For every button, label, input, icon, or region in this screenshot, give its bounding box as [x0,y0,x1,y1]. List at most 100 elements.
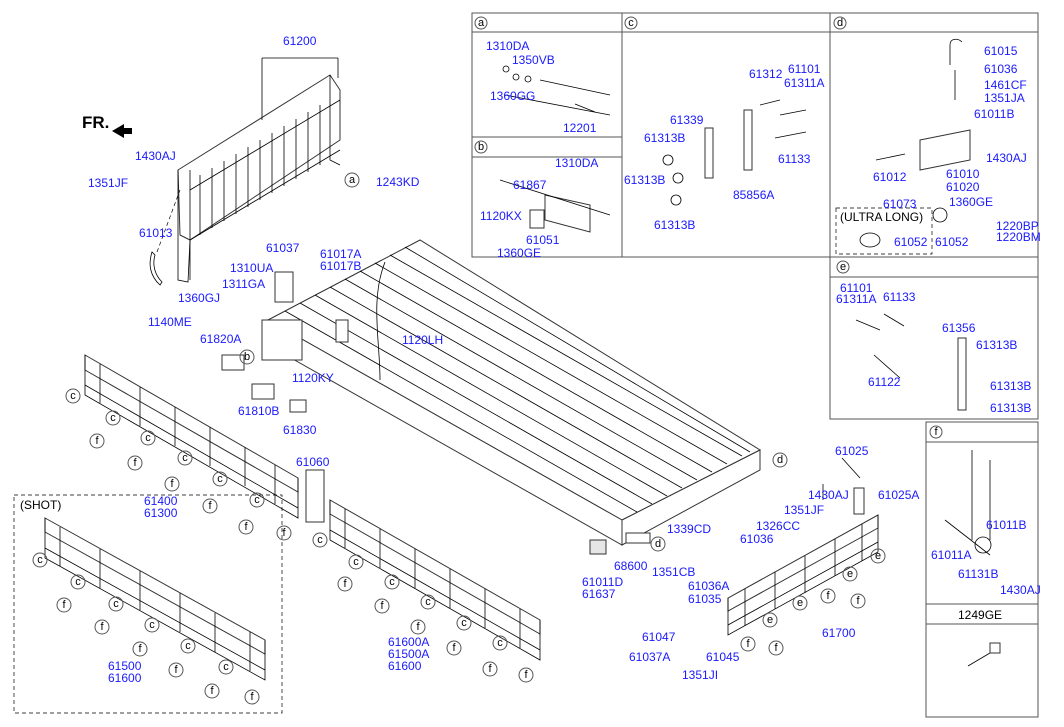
part-label: 61312 [749,67,783,81]
callout-f: f [740,636,756,652]
part-61025 [841,457,861,479]
part-label: 1310DA [486,39,529,53]
callout-c: c [212,471,228,487]
callout-d-small: d [650,536,666,552]
part-label: 1430AJ [135,149,176,163]
part-label: 61020 [946,180,980,194]
p1249-label: 1249GE [958,608,1002,622]
svg-text:f: f [138,643,142,655]
part-61025A [853,487,865,515]
part-label: 61500 [108,659,142,673]
callout-e: e [792,595,808,611]
callout-f: f [337,576,353,592]
part-label: 1351JF [88,176,128,190]
svg-text:c: c [461,617,467,629]
callout-c: c [384,574,400,590]
callout-f: f [204,683,220,699]
callout-c: c [32,552,48,568]
part-label: 61052 [894,235,928,249]
svg-text:e: e [840,261,846,273]
svg-text:b: b [478,141,484,153]
part-label: 61820A [200,332,241,346]
part-label: 61060 [296,455,330,469]
platform-bracket [261,319,303,361]
part-label: 1243KD [376,175,420,189]
svg-text:c: c [317,534,323,546]
svg-text:f: f [826,590,830,602]
head-board [177,57,341,283]
part-label: 1220BM [996,230,1041,244]
callout-f: f [127,455,143,471]
callout-c: c [420,594,436,610]
callout-c: c [177,450,193,466]
svg-text:f: f [62,599,66,611]
svg-text:f: f [452,642,456,654]
part-label: 61600A [388,635,429,649]
callout-f: f [768,640,784,656]
front-direction: FR. [82,113,132,138]
panel-header-a: a [474,16,488,30]
part-label: 61600 [108,671,142,685]
svg-text:a: a [349,174,356,186]
callout-c: c [312,532,328,548]
part-label: 61339 [670,113,704,127]
callout-c: c [456,615,472,631]
part-label: 1360GG [490,89,535,103]
part-label: 61037A [629,650,670,664]
part-label: 61025 [835,444,869,458]
part-label: 61313B [990,379,1031,393]
svg-text:c: c [37,554,43,566]
svg-text:b: b [244,351,250,363]
svg-text:f: f [746,638,750,650]
svg-text:f: f [244,521,248,533]
part-label: 61017A [320,247,361,261]
svg-text:c: c [149,619,155,631]
callout-f: f [132,641,148,657]
callout-f: f [518,667,534,683]
callout-f: f [168,662,184,678]
svg-text:f: f [250,691,254,703]
svg-text:c: c [75,576,81,588]
part-label: 61011B [986,518,1026,532]
svg-text:f: f [934,426,938,438]
part-label: 1220BP [996,219,1039,233]
part-61830 [289,399,307,413]
callout-c: c [180,638,196,654]
detail-e-sketch [855,313,967,411]
svg-text:f: f [856,595,860,607]
svg-text:c: c [353,556,359,568]
callout-f: f [238,519,254,535]
svg-text:e: e [847,568,853,580]
part-label: 61015 [984,44,1018,58]
part-label: 61012 [873,170,907,184]
part-label: 1430AJ [808,488,849,502]
svg-text:f: f [208,500,212,512]
svg-text:f: f [343,578,347,590]
svg-text:e: e [797,597,803,609]
part-label: 61810B [238,404,279,418]
part-labels: 61200 1430AJ 1351JF 1243KD 61013 1310UA … [88,34,1041,685]
callout-f: f [89,433,105,449]
part-label: 61011A [931,548,971,562]
screw-1249GE [967,642,1001,667]
callout-b: b [239,349,255,365]
part-61017 [335,319,349,343]
part-label: 61500A [388,647,429,661]
panel-header-f: f [929,425,943,439]
svg-text:d: d [837,17,843,29]
svg-text:f: f [133,457,137,469]
svg-text:f: f [416,621,420,633]
part-label: 61200 [283,34,317,48]
panel-header-d: d [833,16,847,30]
part-label: 61037 [266,241,300,255]
part-label: 1326CC [756,519,800,533]
part-label: 1310UA [230,261,273,275]
part-label: 61637 [582,587,616,601]
part-label: 1311GA [222,277,265,291]
part-label: 1360GE [949,195,993,209]
detail-d-sketch [859,38,971,248]
part-label: 61045 [706,650,740,664]
svg-text:e: e [875,550,881,562]
part-61810B [251,383,275,400]
panel-header-c: c [624,16,638,30]
